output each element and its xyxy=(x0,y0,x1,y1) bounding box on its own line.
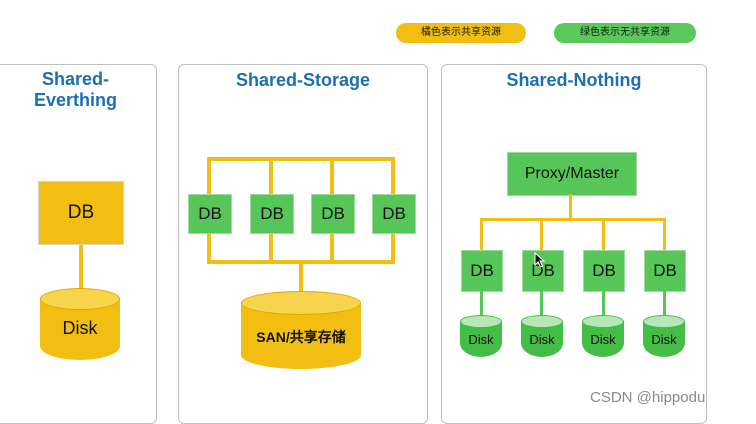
legend-unshared-resource: 绿色表示无共享资源 xyxy=(554,23,696,43)
panel-title: Shared-Nothing xyxy=(506,70,642,90)
cursor-icon xyxy=(534,252,546,268)
san-cylinder: SAN/共享存储 xyxy=(241,291,361,369)
connector-line xyxy=(207,157,211,195)
connector-line xyxy=(540,290,543,315)
disk-cylinder: Disk xyxy=(643,315,685,357)
db-node: DB xyxy=(311,194,355,234)
proxy-master-node: Proxy/Master xyxy=(507,152,637,196)
panel-title: Shared- Everthing xyxy=(0,69,156,111)
connector-line xyxy=(391,231,395,263)
panel-title: Shared-Storage xyxy=(235,70,371,90)
disk-label: Disk xyxy=(590,332,616,347)
cylinder-top xyxy=(643,315,685,328)
connector-line xyxy=(330,231,334,263)
disk-cylinder: Disk xyxy=(521,315,563,357)
connector-line xyxy=(602,218,605,251)
san-label: SAN/共享存储 xyxy=(256,329,346,345)
db-node: DB xyxy=(372,194,416,234)
db-node: DB xyxy=(188,194,232,234)
connector-line xyxy=(330,157,334,195)
watermark: CSDN @hippodu xyxy=(590,389,706,406)
disk-label: Disk xyxy=(62,318,98,338)
connector-line xyxy=(299,260,303,294)
disk-cylinder: Disk xyxy=(460,315,502,357)
cylinder-top xyxy=(460,315,502,328)
disk-cylinder: Disk xyxy=(40,288,120,360)
connector-line xyxy=(602,290,605,315)
title-line-2: Everthing xyxy=(33,90,117,110)
disk-cylinder: Disk xyxy=(582,315,624,357)
disk-label: Disk xyxy=(529,332,555,347)
top-bus-line xyxy=(207,157,395,161)
panel-shared-everything: Shared- Everthing DB Disk xyxy=(0,64,157,424)
connector-line xyxy=(663,218,666,251)
disk-label: Disk xyxy=(468,332,494,347)
connector-line xyxy=(569,194,572,220)
panel-shared-nothing: Shared-Nothing Proxy/Master DB DB DB DB … xyxy=(441,64,707,424)
cylinder-top xyxy=(582,315,624,328)
title-line-1: Shared- xyxy=(41,69,110,89)
cylinder-top xyxy=(40,288,120,310)
legend-shared-resource: 橘色表示共享资源 xyxy=(396,23,526,43)
connector-line xyxy=(269,157,273,195)
db-node: DB xyxy=(644,250,686,292)
disk-label: Disk xyxy=(651,332,677,347)
panel-shared-storage: Shared-Storage DB DB DB DB SAN/共享存储 xyxy=(178,64,428,424)
db-node: DB xyxy=(38,181,124,245)
connector-line xyxy=(269,231,273,263)
cylinder-top xyxy=(241,291,361,315)
db-node: DB xyxy=(250,194,294,234)
db-node: DB xyxy=(583,250,625,292)
connector-line xyxy=(540,218,543,251)
db-node: DB xyxy=(461,250,503,292)
connector-line xyxy=(480,290,483,315)
cylinder-top xyxy=(521,315,563,328)
connector-line xyxy=(663,290,666,315)
connector-line xyxy=(391,157,395,195)
db-node: DB xyxy=(522,250,564,292)
connector-line xyxy=(480,218,483,251)
bus-line xyxy=(480,218,666,221)
connector-line xyxy=(79,243,83,305)
connector-line xyxy=(207,231,211,263)
